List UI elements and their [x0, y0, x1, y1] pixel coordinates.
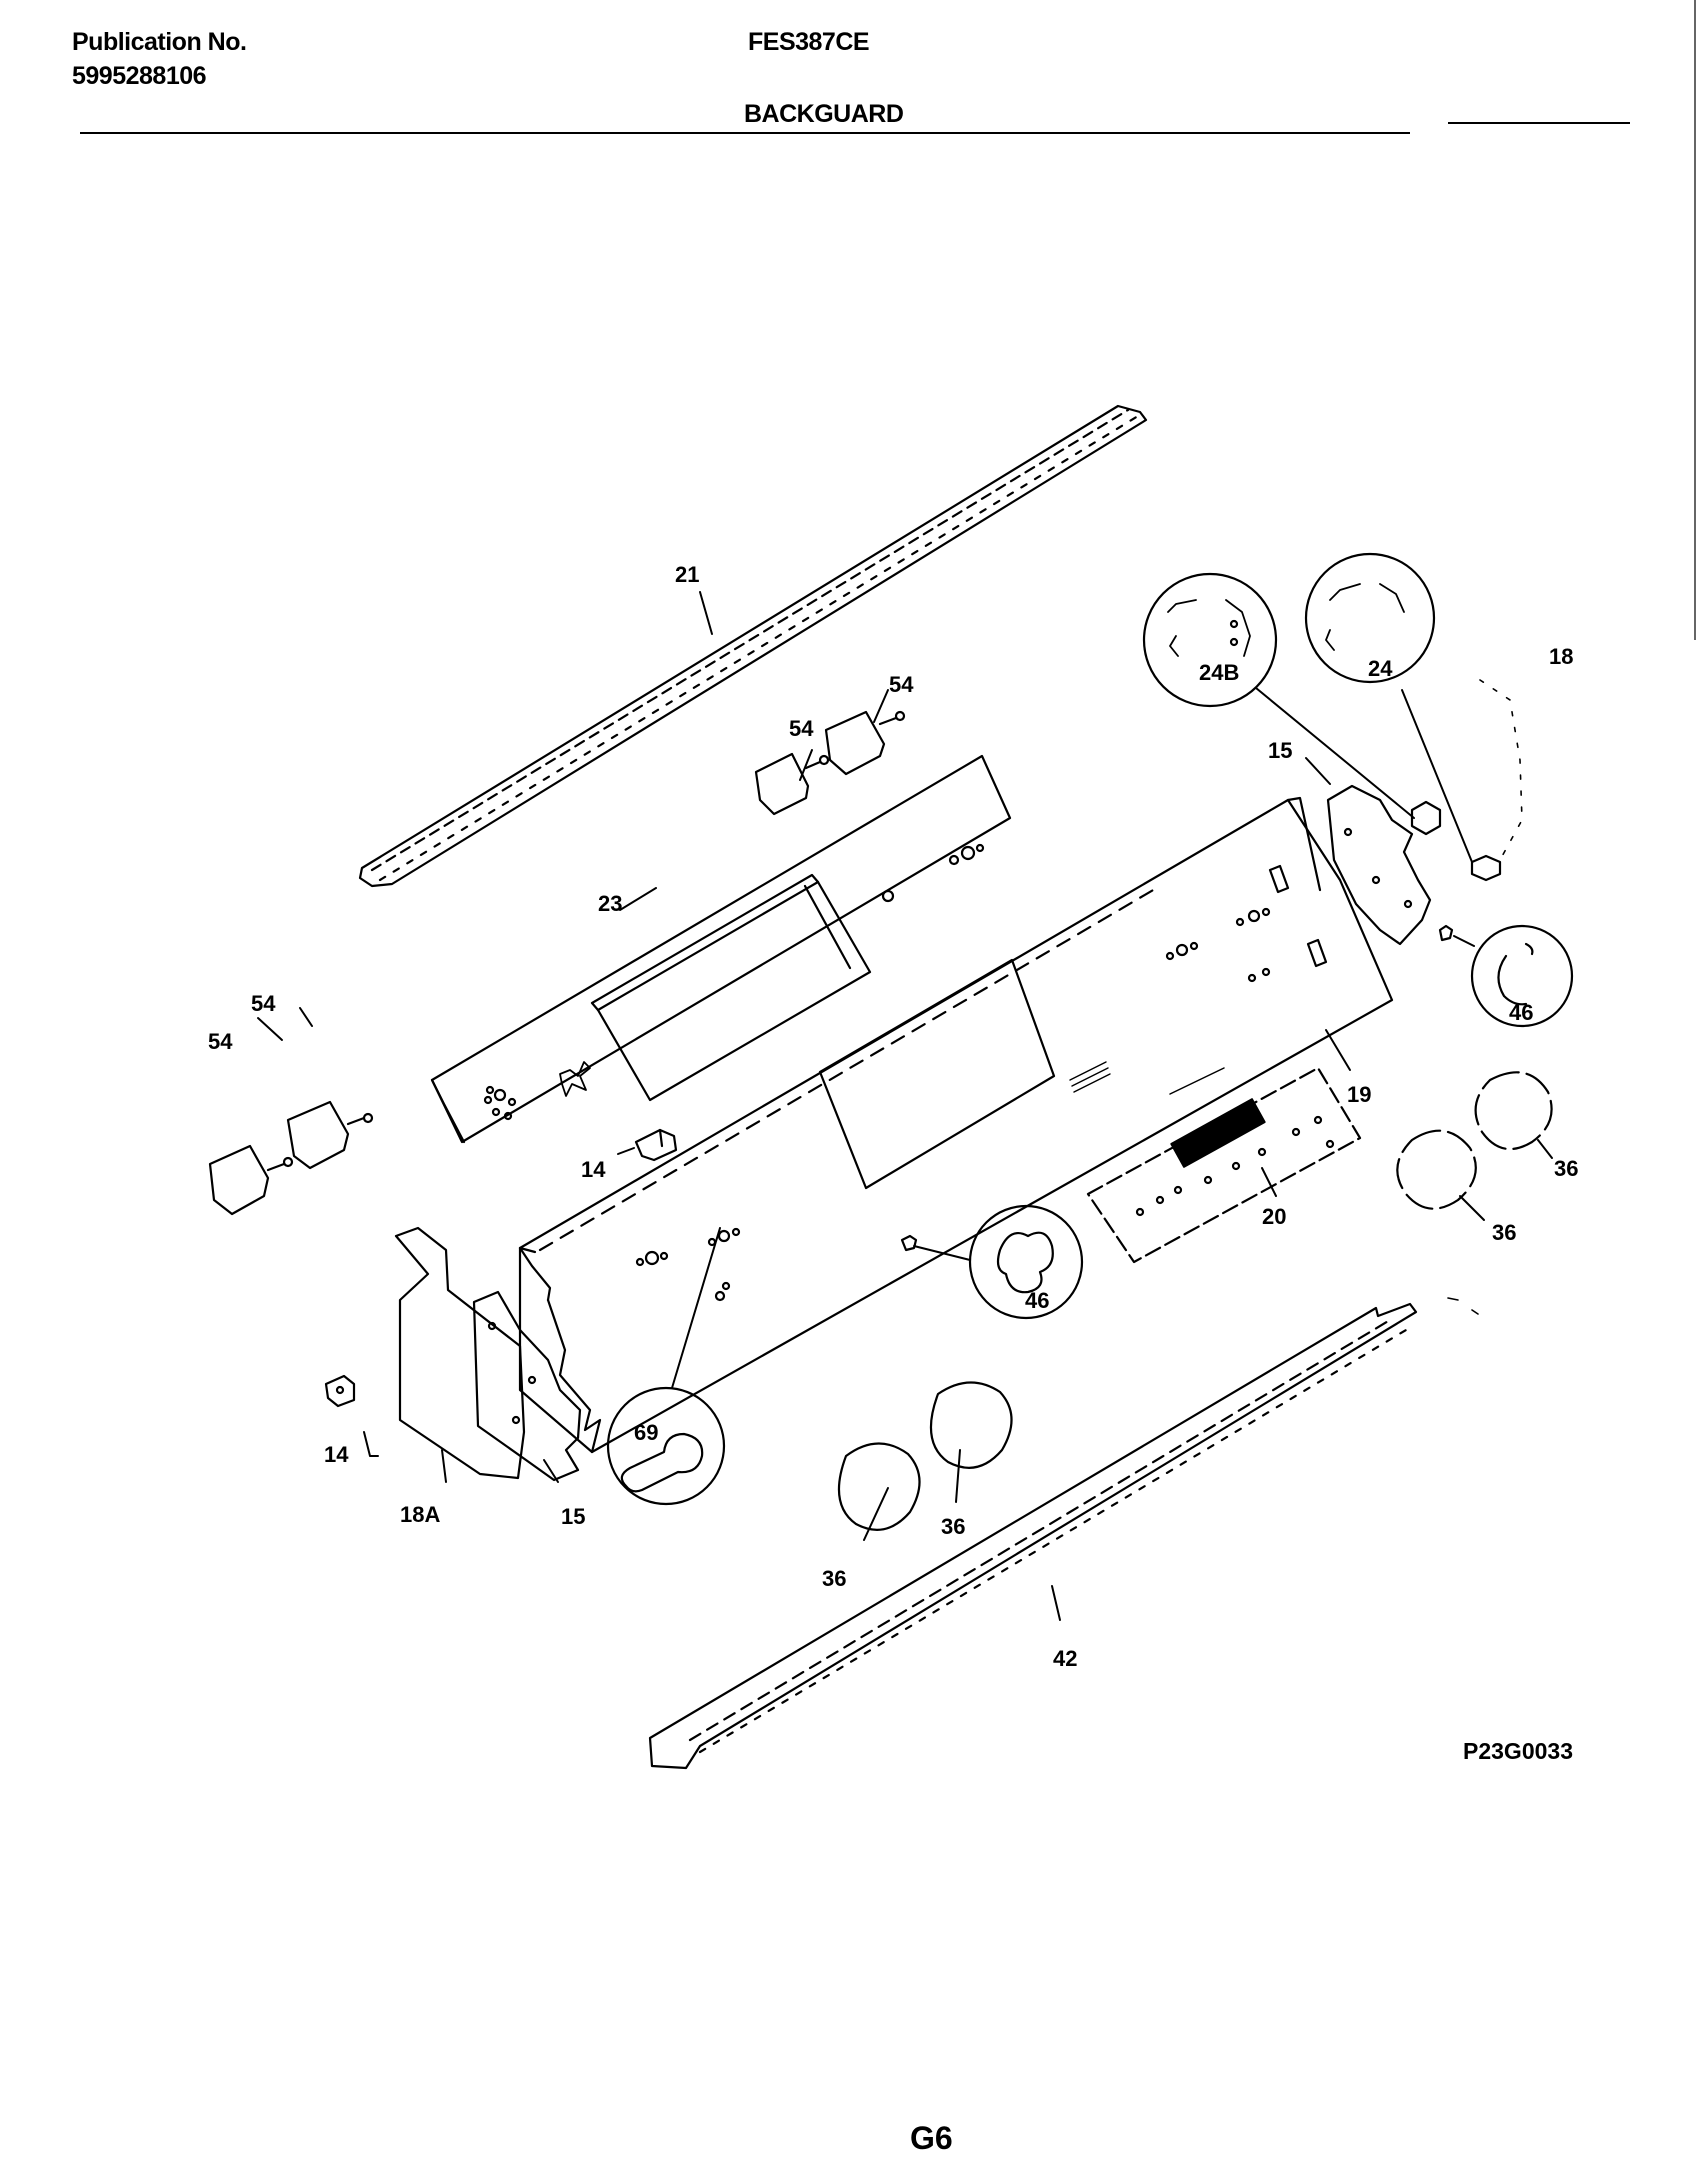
label-part-54: 54	[789, 716, 814, 741]
label-part-36: 36	[1554, 1156, 1578, 1181]
label-part-42: 42	[1053, 1646, 1077, 1671]
part-24B-detail	[1142, 572, 1442, 836]
label-part-23: 23	[598, 891, 622, 916]
part-14-clip-left	[324, 1374, 356, 1408]
part-18A-end-cap	[394, 1226, 526, 1480]
header-rule	[80, 132, 1410, 134]
part-15-bracket-left	[472, 1290, 582, 1482]
label-part-24B: 24B	[1199, 660, 1239, 685]
label-part-24: 24	[1368, 656, 1393, 681]
label-part-18: 18	[1549, 644, 1573, 669]
label-part-46: 46	[1025, 1288, 1049, 1313]
part-36-knob-bottom-left	[837, 1442, 921, 1531]
part-36-knob-right-upper	[1474, 1071, 1553, 1151]
part-15-bracket-right	[1326, 784, 1454, 946]
part-24-detail	[1304, 552, 1502, 882]
part-20-control-overlay	[1086, 1066, 1362, 1264]
header-rule-right	[1448, 122, 1630, 124]
page-code: G6	[910, 2120, 953, 2156]
section-title: BACKGUARD	[744, 100, 904, 128]
label-part-36: 36	[822, 1566, 846, 1591]
page-edge-line	[1694, 0, 1696, 640]
publication-label: Publication No.	[72, 28, 247, 56]
diagram-code: P23G0033	[1463, 1738, 1573, 1764]
part-54-connector-upper-a	[754, 752, 830, 816]
label-part-14: 14	[324, 1442, 349, 1467]
part-21-top-trim	[358, 404, 1148, 888]
part-36-knob-bottom-right	[929, 1381, 1013, 1469]
label-part-21: 21	[675, 562, 699, 587]
label-part-19: 19	[1347, 1082, 1371, 1107]
label-part-46: 46	[1509, 1000, 1533, 1025]
part-14-clip-center	[634, 1128, 678, 1162]
label-part-69: 69	[634, 1420, 658, 1445]
label-part-54: 54	[208, 1029, 233, 1054]
part-42-bottom-trim	[648, 1297, 1479, 1770]
part-18-end-cap-right	[1479, 679, 1523, 861]
part-69-detail	[606, 1386, 726, 1506]
part-54-connector-left-a	[208, 1144, 294, 1216]
publication-number: 5995288106	[72, 62, 207, 90]
part-46-knob-detail-right	[1470, 924, 1574, 1028]
part-54-connector-left-b	[286, 1100, 374, 1170]
model-number: FES387CE	[748, 28, 870, 56]
part-19-backguard-panel	[518, 796, 1394, 1454]
part-23-upper-panel	[430, 754, 1012, 1144]
label-part-36: 36	[941, 1514, 965, 1539]
label-part-18A: 18A	[400, 1502, 440, 1527]
leader-lines	[257, 591, 1553, 1621]
label-part-54: 54	[889, 672, 914, 697]
label-part-20: 20	[1262, 1204, 1286, 1229]
label-part-15: 15	[1268, 738, 1292, 763]
part-46-knob-detail-center	[900, 1204, 1084, 1320]
part-54-connector-upper-b	[824, 710, 906, 776]
label-part-14: 14	[581, 1157, 606, 1182]
label-part-36: 36	[1492, 1220, 1516, 1245]
label-part-15: 15	[561, 1504, 585, 1529]
part-36-knob-right-lower	[1396, 1129, 1477, 1210]
label-part-54: 54	[251, 991, 276, 1016]
